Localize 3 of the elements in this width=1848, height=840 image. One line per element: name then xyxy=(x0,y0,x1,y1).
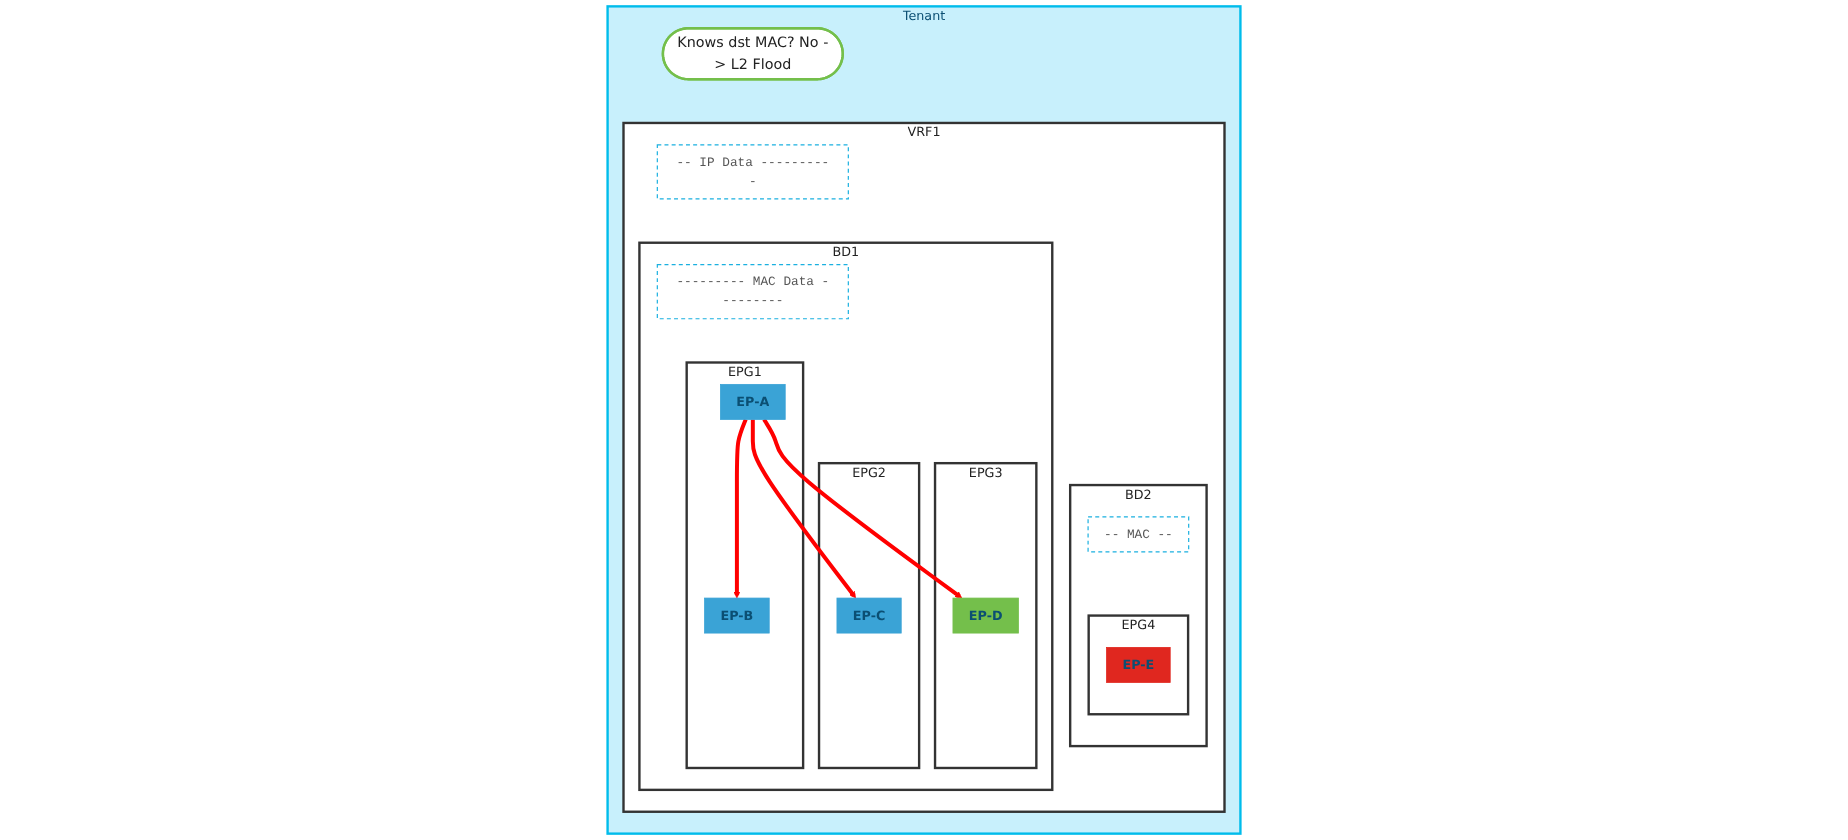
arrow xyxy=(733,418,748,599)
arrow xyxy=(750,419,857,599)
arrow xyxy=(762,418,963,599)
